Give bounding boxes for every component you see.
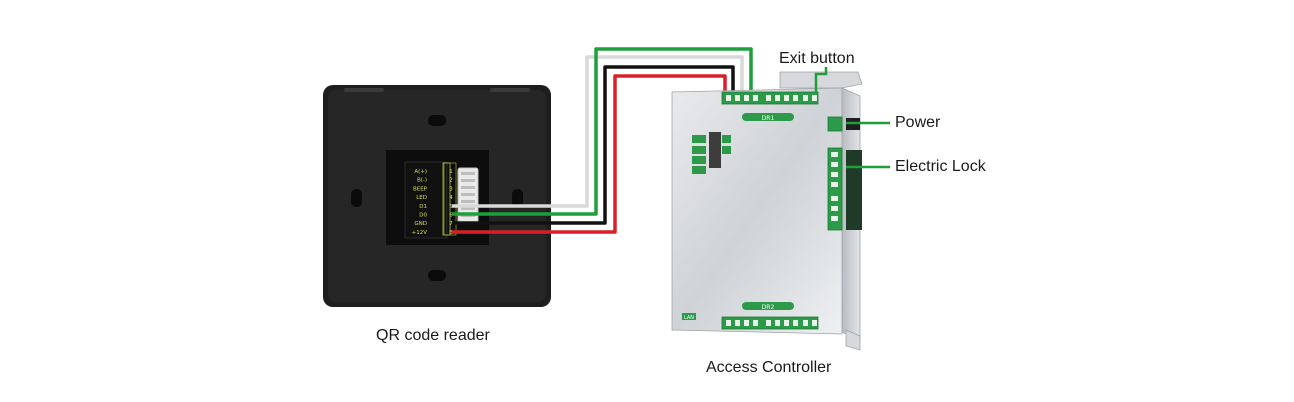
wires xyxy=(452,47,753,234)
controller-case xyxy=(671,87,843,335)
reader-pin-number: 4 xyxy=(449,195,453,201)
dr1-label: DR1 xyxy=(762,115,775,122)
reader-pin-number: 7 xyxy=(449,221,453,227)
reader-pin-signal: BEEP xyxy=(413,186,428,192)
status-block-2 xyxy=(692,146,706,154)
exit-button-callout xyxy=(814,67,828,93)
qr-reader-label: QR code reader xyxy=(376,327,490,344)
reader-pin-number: 5 xyxy=(449,204,453,210)
exit-button-label: Exit button xyxy=(779,50,855,67)
dr2-label: DR2 xyxy=(762,304,775,311)
status-block-4 xyxy=(692,166,706,174)
controller-mount-tab-top xyxy=(779,71,863,89)
lan-label-bar xyxy=(682,313,696,320)
status-block-1 xyxy=(692,135,706,143)
screw-hole-bottom xyxy=(428,270,446,281)
reader-pin-signal: D1 xyxy=(419,204,427,210)
callout-lines xyxy=(814,67,890,169)
reader-pin-signal: B(-) xyxy=(417,178,427,184)
screw-hole-right xyxy=(512,189,523,207)
reader-pin-number: 2 xyxy=(449,178,453,184)
wire-gnd-black xyxy=(452,65,735,225)
screw-hole-left xyxy=(351,189,362,207)
wire-d0-green xyxy=(452,47,753,216)
dr2-label-bar xyxy=(742,302,794,310)
screw-hole-top xyxy=(428,115,446,126)
reader-pin-number: 1 xyxy=(449,169,453,175)
lan-label: LAN xyxy=(684,315,694,321)
reader-pin-signal: D0 xyxy=(419,213,427,219)
wire-12v-red xyxy=(452,74,727,234)
terminal-block-power xyxy=(827,116,843,132)
reader-pin-number: 3 xyxy=(449,186,453,192)
reader-pin-number: 6 xyxy=(449,213,453,219)
reader-pin-signal: A(+) xyxy=(414,169,427,175)
reader-pin-signal: LED xyxy=(416,195,427,201)
access-controller-label: Access Controller xyxy=(706,359,832,376)
power-label: Power xyxy=(895,114,941,131)
status-block-3 xyxy=(692,156,706,164)
electric-lock-label: Electric Lock xyxy=(895,158,986,175)
access-controller-device: DR1 DR2 LAN xyxy=(671,71,863,351)
reader-pin-signal: +12V xyxy=(412,230,428,236)
controller-mount-tab-bottom xyxy=(845,329,861,351)
dr1-label-bar xyxy=(742,113,794,121)
reader-pin-number: 8 xyxy=(449,230,453,236)
reader-pin-signal: GND xyxy=(414,221,427,227)
wire-d1-white xyxy=(452,55,744,208)
